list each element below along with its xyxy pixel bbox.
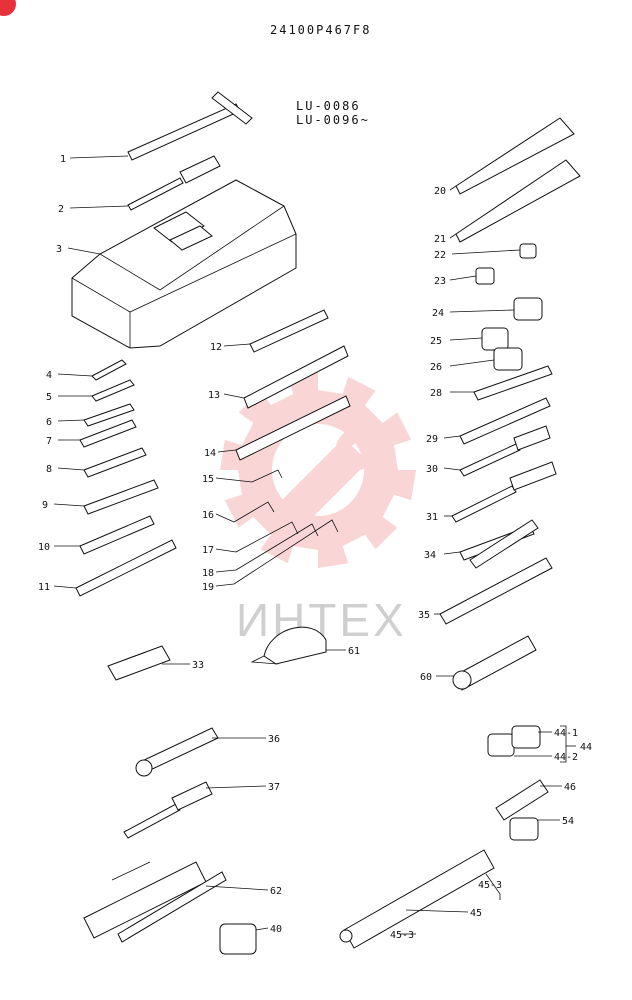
- callout-25: 25: [430, 336, 442, 347]
- tool-sleeve: [495, 779, 549, 821]
- callout-15: 15: [202, 474, 214, 485]
- callout-18: 18: [202, 568, 214, 579]
- tool-screwdrivers-right: [451, 425, 557, 523]
- callout-61: 61: [348, 646, 360, 657]
- callout-40: 40: [270, 924, 282, 935]
- callout-19: 19: [202, 582, 214, 593]
- callout-labels: 1 2 3 4 5 6 7 8 9 10 11 12 13 14 15 16 1…: [38, 154, 592, 941]
- tool-torque-wrench: [452, 635, 537, 691]
- callout-20: 20: [434, 186, 446, 197]
- callout-4: 4: [46, 370, 52, 381]
- callout-17: 17: [202, 545, 214, 556]
- callout-46: 46: [564, 782, 576, 793]
- callout-36: 36: [268, 734, 280, 745]
- tool-pliers: [459, 519, 539, 569]
- tool-coupler: [487, 725, 541, 757]
- tool-screwdriver-long: [123, 781, 213, 839]
- callout-8: 8: [46, 464, 52, 475]
- callout-12: 12: [210, 342, 222, 353]
- callout-14: 14: [204, 448, 216, 459]
- callout-13: 13: [208, 390, 220, 401]
- callout-22: 22: [434, 250, 446, 261]
- tool-wrench-set-center: [235, 309, 351, 461]
- tool-screwdriver-small: [127, 155, 221, 211]
- callout-1: 1: [60, 154, 66, 165]
- model-line-2: LU-0096~: [296, 113, 370, 127]
- tool-long-extension: [339, 849, 495, 949]
- callout-23: 23: [434, 276, 446, 287]
- callout-28: 28: [430, 388, 442, 399]
- callout-30: 30: [426, 464, 438, 475]
- tool-extension-bar: [439, 557, 553, 625]
- tool-t-bar: [127, 91, 253, 161]
- corner-badge: [0, 0, 16, 16]
- callout-44-1: 44-1: [554, 728, 578, 739]
- callout-21: 21: [434, 234, 446, 245]
- callout-10: 10: [38, 542, 50, 553]
- callout-45-3-upper: 45-3: [478, 880, 502, 891]
- tool-wrench-set-left: [75, 359, 177, 597]
- tool-pouch: [107, 645, 171, 681]
- tool-cap: [250, 626, 327, 665]
- callout-29: 29: [426, 434, 438, 445]
- tool-grease-gun: [83, 861, 227, 943]
- callout-11: 11: [38, 582, 50, 593]
- callout-45-3-lower: 45-3: [390, 930, 414, 941]
- callout-44-2: 44-2: [554, 752, 578, 763]
- callout-35: 35: [418, 610, 430, 621]
- tool-adjustable-wrenches: [459, 365, 553, 445]
- tool-hex-keys: [233, 469, 339, 585]
- tool-box: [71, 179, 297, 349]
- tool-socket-54: [509, 817, 539, 841]
- callout-7: 7: [46, 436, 52, 447]
- callout-26: 26: [430, 362, 442, 373]
- callout-24: 24: [432, 308, 444, 319]
- callout-33: 33: [192, 660, 204, 671]
- watermark-wrench: [282, 428, 378, 524]
- callout-6: 6: [46, 417, 52, 428]
- tool-ratchet: [135, 727, 219, 777]
- model-line-1: LU-0086: [296, 99, 361, 113]
- tool-socket-large: [219, 923, 257, 955]
- callout-54: 54: [562, 816, 574, 827]
- callout-37: 37: [268, 782, 280, 793]
- callout-44: 44: [580, 742, 592, 753]
- leader-lines: [53, 155, 576, 935]
- tool-sockets: [475, 243, 543, 371]
- callout-34: 34: [424, 550, 436, 561]
- callout-5: 5: [46, 392, 52, 403]
- part-code: 24100P467F8: [270, 23, 371, 37]
- callout-9: 9: [42, 500, 48, 511]
- callout-16: 16: [202, 510, 214, 521]
- callout-3: 3: [56, 244, 62, 255]
- callout-45: 45: [470, 908, 482, 919]
- callout-60: 60: [420, 672, 432, 683]
- tool-l-rods: [455, 117, 581, 243]
- watermark-gear-logo: [220, 372, 416, 568]
- callout-2: 2: [58, 204, 64, 215]
- callout-31: 31: [426, 512, 438, 523]
- callout-62: 62: [270, 886, 282, 897]
